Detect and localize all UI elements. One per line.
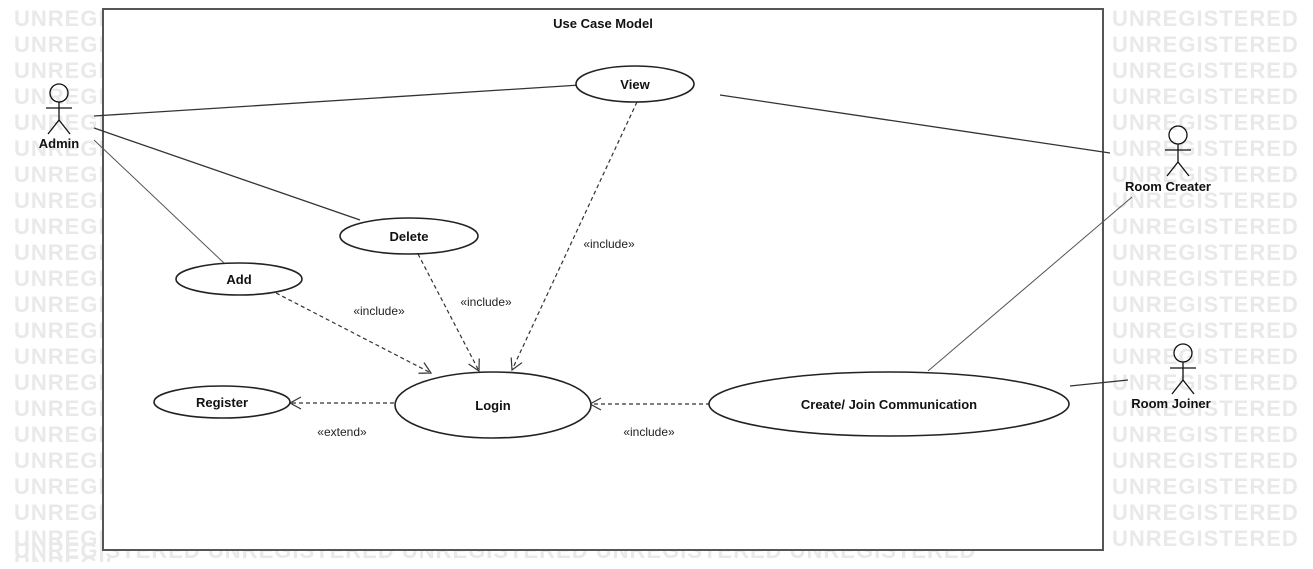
use-case-create-join-label: Create/ Join Communication — [801, 397, 977, 412]
watermark-line: UNREGISTERED — [1112, 136, 1299, 161]
watermark-line: UNREGISTERED — [14, 240, 110, 265]
watermark-line: UNREGISTERED — [1112, 370, 1299, 395]
watermark-line: UNREGISTERED — [1112, 474, 1299, 499]
watermark-line: UNREGISTERED — [14, 188, 110, 213]
label-extend-register: «extend» — [317, 425, 367, 439]
watermark-line: UNREGISTERED — [1112, 422, 1299, 447]
watermark-line: UNREGISTERED — [14, 526, 110, 551]
actor-room-joiner: Room Joiner — [1131, 343, 1211, 411]
include-add-login — [275, 292, 433, 374]
actor-admin: Admin — [39, 83, 80, 151]
include-delete-login — [417, 253, 480, 373]
watermark-line: UNREGISTERED — [14, 500, 110, 525]
use-case-register: Register — [153, 385, 291, 419]
watermark-line: UNREGISTERED — [1112, 32, 1299, 57]
include-view-login — [510, 101, 638, 372]
watermark-line: UNREGISTERED — [14, 266, 110, 291]
label-include-add: «include» — [353, 304, 405, 318]
watermark-line: UNREGISTERED — [1112, 344, 1299, 369]
use-case-delete-label: Delete — [389, 229, 428, 244]
use-case-view-label: View — [620, 77, 650, 92]
watermark-line: UNREGISTERED — [1112, 110, 1299, 135]
actor-room-joiner-label: Room Joiner — [1131, 396, 1210, 411]
watermark-left: UNREGISTEREDUNREGISTEREDUNREGISTEREDUNRE… — [14, 6, 110, 562]
watermark-line: UNREGISTERED — [14, 422, 110, 447]
watermark-line: UNREGISTERED — [14, 448, 110, 473]
use-case-register-label: Register — [196, 395, 248, 410]
watermark-line: UNREGISTERED — [1112, 318, 1299, 343]
watermark-line: UNREGISTERED — [1112, 240, 1299, 265]
use-case-login: Login — [394, 371, 592, 439]
use-case-create-join: Create/ Join Communication — [708, 371, 1070, 437]
watermark-line: UNREGISTERED — [14, 396, 110, 421]
watermark-line: UNREGISTERED — [14, 32, 110, 57]
label-include-delete: «include» — [460, 295, 512, 309]
watermark-line: UNREGISTERED — [1112, 214, 1299, 239]
actor-room-creater-label: Room Creater — [1125, 179, 1211, 194]
watermark-line: UNREGISTERED — [14, 370, 110, 395]
watermark-line: UNREGISTERED — [1112, 448, 1299, 473]
actor-admin-label: Admin — [39, 136, 80, 151]
watermark-line: UNREGISTERED — [14, 318, 110, 343]
watermark-line: UNREGISTERED — [14, 110, 110, 135]
watermark-line: UNREGISTERED — [14, 344, 110, 369]
association-roomcreater-view — [719, 94, 1111, 154]
system-title: Use Case Model — [553, 16, 653, 31]
watermark-line: UNREGISTERED — [1112, 84, 1299, 109]
association-admin-delete — [93, 127, 361, 221]
watermark-line: UNREGISTERED — [1112, 188, 1299, 213]
actor-room-creater-icon — [1165, 125, 1191, 177]
use-case-view: View — [575, 65, 695, 103]
watermark-line: UNREGISTERED — [14, 552, 110, 562]
use-case-add-label: Add — [226, 272, 251, 287]
watermark-line: UNREGISTERED — [14, 292, 110, 317]
association-roomjoiner-create — [1069, 379, 1129, 387]
watermark-line: UNREGISTERED — [14, 6, 110, 31]
watermark-line: UNREGISTERED — [1112, 526, 1299, 551]
label-include-view: «include» — [583, 237, 635, 251]
actor-room-joiner-icon — [1170, 343, 1196, 395]
watermark-line: UNREGISTERED — [1112, 500, 1299, 525]
association-roomcreater-create — [927, 196, 1133, 372]
actor-room-creater: Room Creater — [1125, 125, 1211, 194]
actor-admin-icon — [46, 83, 72, 135]
watermark-line: UNREGISTERED — [14, 214, 110, 239]
watermark-line: UNREGISTERED — [1112, 266, 1299, 291]
watermark-line: UNREGISTERED — [1112, 396, 1299, 421]
use-case-delete: Delete — [339, 217, 479, 255]
use-case-login-label: Login — [475, 398, 510, 413]
watermark-line: UNREGISTERED — [1112, 552, 1313, 556]
label-include-create: «include» — [623, 425, 675, 439]
use-case-add: Add — [175, 262, 303, 296]
watermark-line: UNREGISTERED — [1112, 162, 1299, 187]
watermark-line: UNREGISTERED — [14, 162, 110, 187]
association-admin-add — [93, 139, 226, 265]
watermark-line: UNREGISTERED — [14, 84, 110, 109]
watermark-line: UNREGISTERED — [1112, 6, 1299, 31]
association-admin-view — [93, 84, 581, 117]
watermark-line: UNREGISTERED — [1112, 292, 1299, 317]
watermark-line: UNREGISTERED — [1112, 58, 1299, 83]
watermark-line: UNREGISTERED — [14, 474, 110, 499]
watermark-line: UNREGISTERED — [14, 58, 110, 83]
